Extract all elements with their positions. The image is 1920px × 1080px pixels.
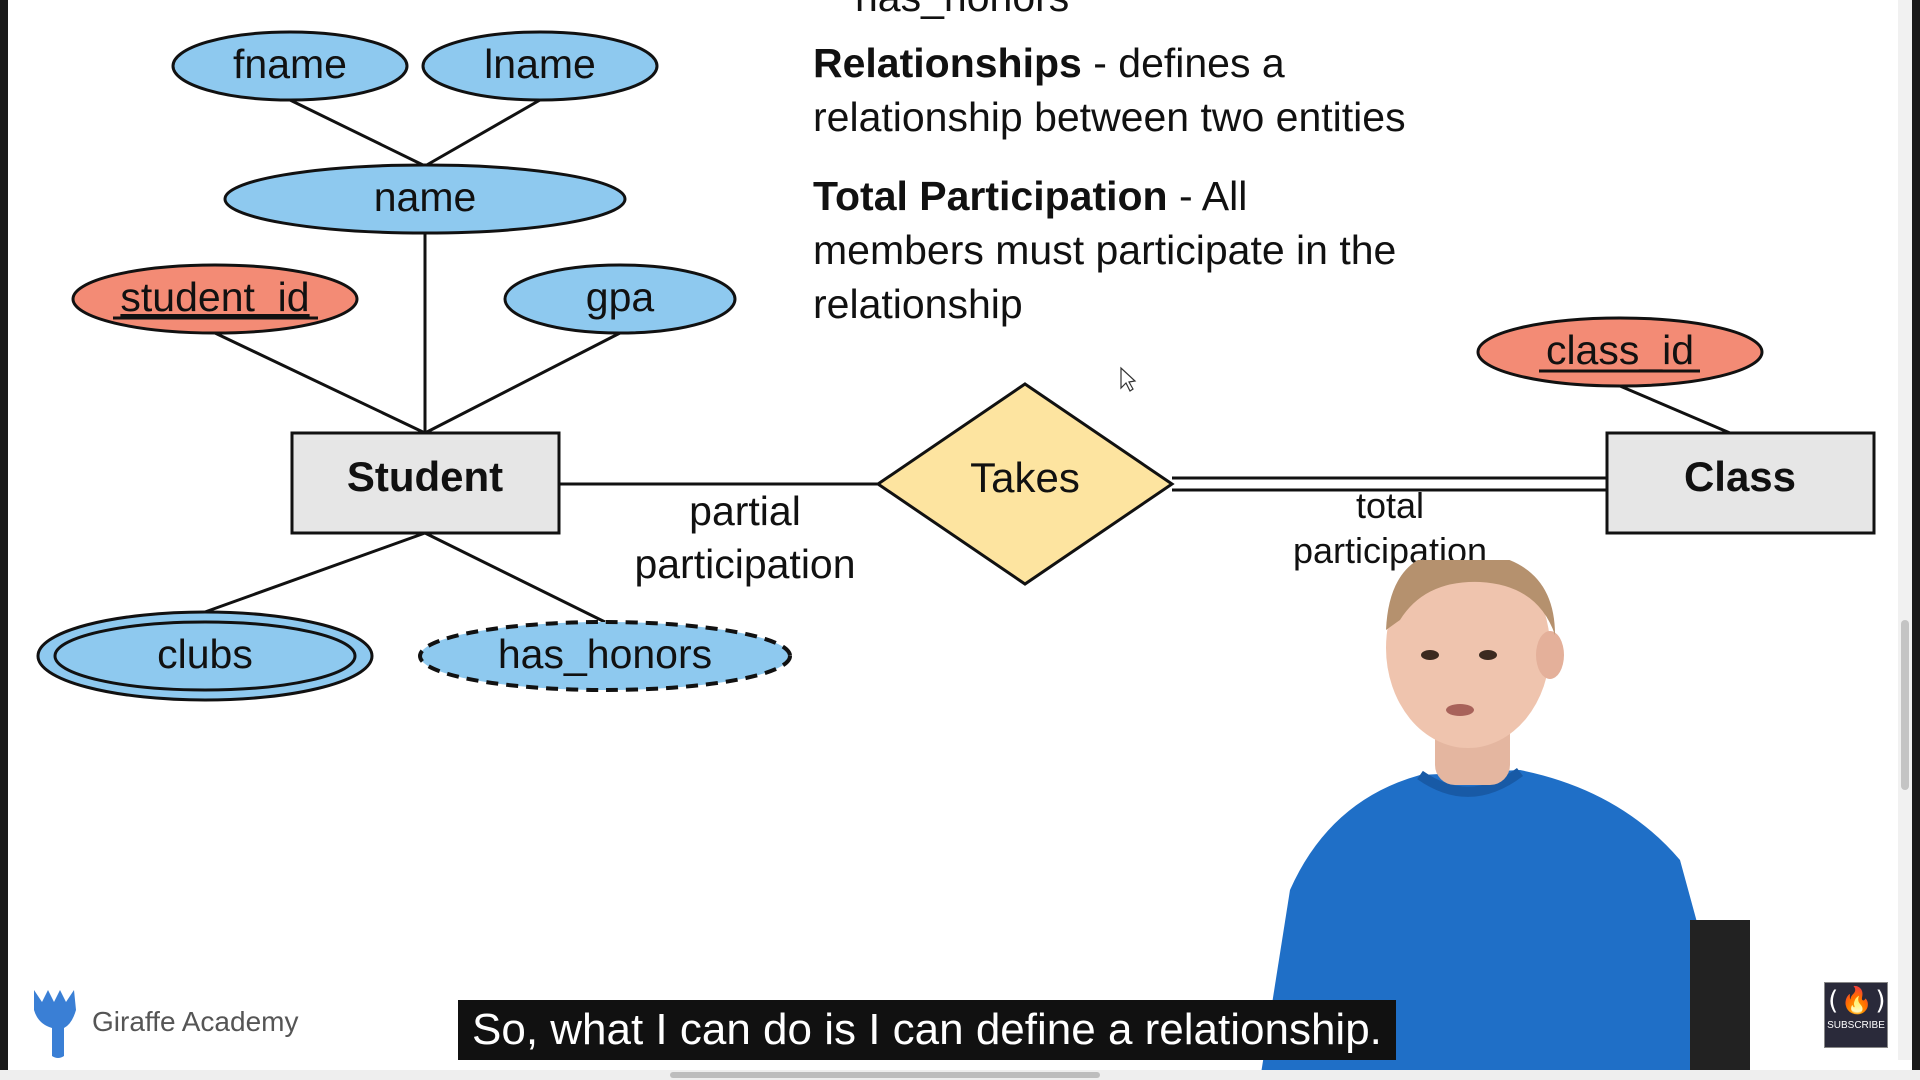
- connector-lines: [204, 98, 1731, 624]
- giraffe-academy-branding: Giraffe Academy: [24, 982, 298, 1062]
- attr-gpa: [503, 263, 737, 335]
- video-progress-thumb[interactable]: [670, 1072, 1100, 1078]
- entity-student-label: Student: [347, 453, 503, 500]
- vertical-scrollbar-thumb[interactable]: [1901, 620, 1909, 790]
- note-relationships: Relationships - defines a relationship b…: [813, 36, 1613, 144]
- note-total-text-2: members must participate in the: [813, 227, 1397, 273]
- attr-fname: [171, 30, 409, 102]
- attr-clubs-inner: [53, 620, 357, 692]
- presenter-mouth: [1446, 704, 1474, 716]
- cursor-icon: [1120, 366, 1137, 392]
- frame-border-right: [1912, 0, 1920, 1080]
- attr-name-label: name: [374, 174, 477, 220]
- attr-class-id-label: class_id: [1546, 327, 1694, 373]
- attr-name: [223, 163, 627, 235]
- attr-student-id-label: student_id: [120, 274, 309, 320]
- note-relationships-title: Relationships: [813, 40, 1082, 86]
- attr-has-honors-label: has_honors: [498, 631, 712, 677]
- presenter-collar: [1417, 767, 1524, 797]
- note-total-text: - All: [1167, 173, 1248, 219]
- presenter-eye-left: [1421, 650, 1439, 660]
- presenter-ear: [1536, 631, 1564, 679]
- relationship-takes: [875, 382, 1175, 586]
- presenter-face: [1386, 560, 1550, 748]
- attr-lname-label: lname: [484, 41, 596, 87]
- attr-clubs-label: clubs: [157, 631, 253, 677]
- presenter-hair: [1386, 560, 1555, 635]
- brand-name: Giraffe Academy: [92, 1006, 299, 1037]
- frame-border-left: [0, 0, 8, 1080]
- subtitle-caption: So, what I can do is I can define a rela…: [458, 1000, 1396, 1060]
- attr-gpa-label: gpa: [586, 274, 655, 320]
- presenter-eye-right: [1479, 650, 1497, 660]
- giraffe-logo-icon: [34, 990, 76, 1058]
- partial-label-1: partial: [689, 488, 801, 534]
- attr-fname-label: fname: [233, 41, 347, 87]
- note-total-title: Total Participation: [813, 173, 1168, 219]
- note-relationships-text: - defines a: [1081, 40, 1285, 86]
- note-relationships-text-2: relationship between two entities: [813, 94, 1406, 140]
- attr-has-honors: [418, 620, 792, 692]
- note-total-participation: Total Participation - All members must p…: [813, 169, 1613, 331]
- attr-student-id: [71, 263, 359, 335]
- attr-class-id: [1476, 316, 1764, 388]
- entity-class-label: Class: [1684, 453, 1796, 500]
- freecodecamp-logo-icon: (🔥): [1825, 986, 1889, 1016]
- relationship-takes-label: Takes: [970, 454, 1080, 501]
- partial-label-2: participation: [634, 541, 855, 587]
- attr-lname: [421, 30, 659, 102]
- subscribe-badge[interactable]: (🔥) SUBSCRIBE: [1824, 982, 1889, 1048]
- vertical-scrollbar[interactable]: [1898, 0, 1912, 1060]
- subscribe-label: SUBSCRIBE: [1827, 1020, 1885, 1031]
- total-label-1: total: [1356, 485, 1424, 526]
- cut-off-heading: has_honors: [855, 0, 1069, 21]
- entity-student: [290, 431, 561, 535]
- note-total-text-3: relationship: [813, 281, 1023, 327]
- chair-back: [1690, 920, 1750, 1080]
- entity-class: [1605, 431, 1876, 535]
